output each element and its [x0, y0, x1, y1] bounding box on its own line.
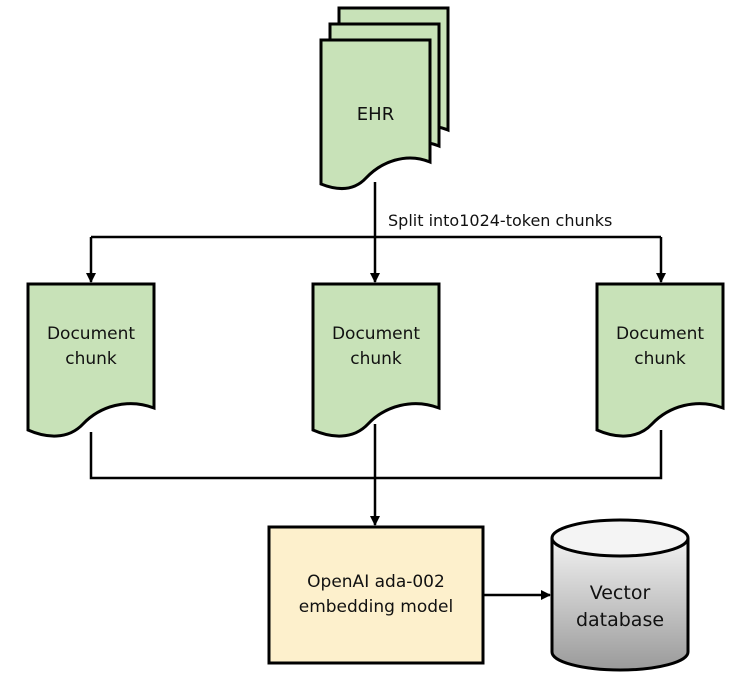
- model-line2: embedding model: [298, 597, 454, 617]
- chunk-line1: Document: [615, 324, 705, 344]
- vector-database-cylinder: [550, 518, 690, 672]
- vector-database-label: Vector database: [552, 580, 688, 634]
- embedding-model-box: [267, 525, 485, 665]
- chunk-line2: chunk: [65, 349, 117, 369]
- split-label: Split into1024-token chunks: [388, 211, 613, 230]
- chunk-line2: chunk: [634, 349, 686, 369]
- document-chunk-label-3: Document chunk: [597, 322, 723, 372]
- model-line1: OpenAI ada-002: [307, 572, 445, 592]
- chunk-line1: Document: [331, 324, 421, 344]
- document-chunk-label-1: Document chunk: [28, 322, 154, 372]
- db-line1: Vector: [589, 582, 651, 604]
- chunk-line2: chunk: [350, 349, 402, 369]
- ehr-label: EHR: [356, 104, 395, 125]
- db-line2: database: [575, 609, 665, 631]
- embedding-model-label: OpenAI ada-002 embedding model: [269, 570, 483, 620]
- document-chunk-label-2: Document chunk: [313, 322, 439, 372]
- chunk-line1: Document: [46, 324, 136, 344]
